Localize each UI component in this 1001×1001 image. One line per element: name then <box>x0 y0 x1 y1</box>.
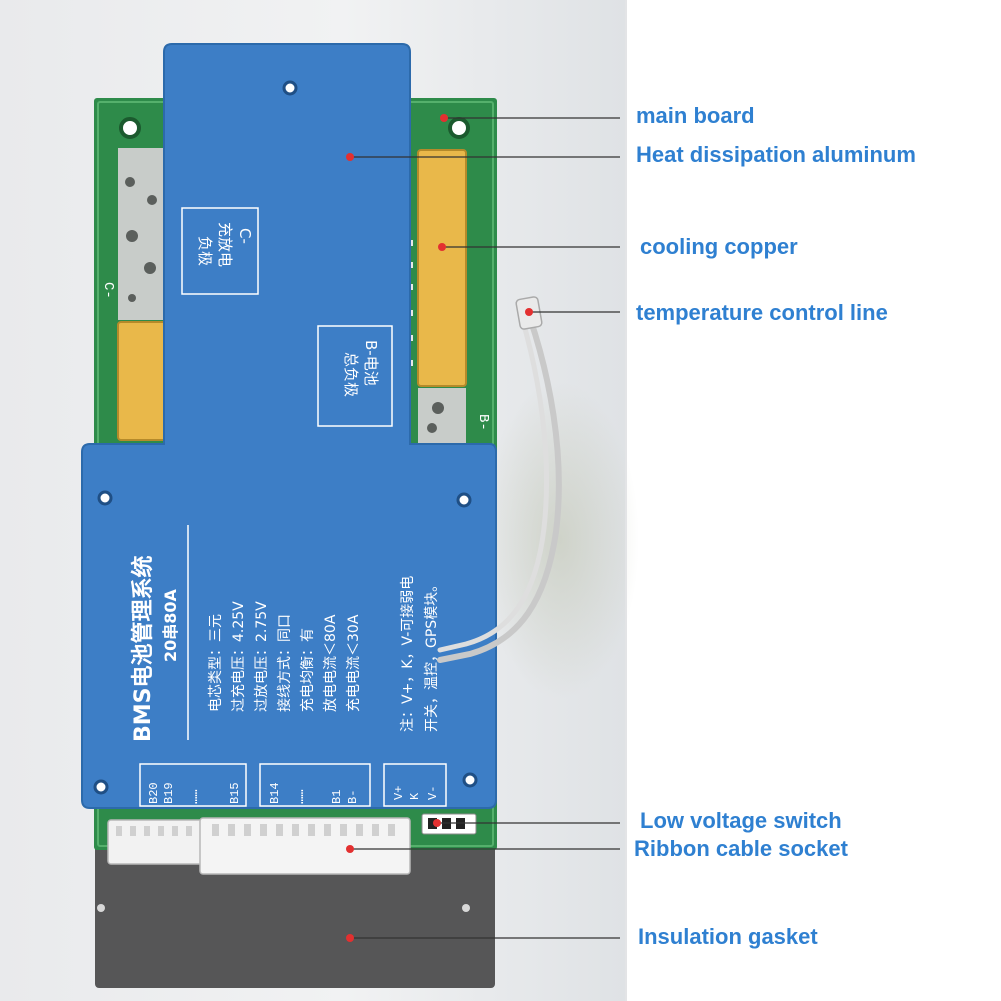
callout-markers <box>346 114 533 942</box>
callout-insulation-gasket: Insulation gasket <box>638 924 818 949</box>
pin-b20: B20 <box>147 782 161 804</box>
background-shadow <box>480 380 640 700</box>
spec-line-4: 接线方式：同口 <box>276 614 293 712</box>
mount-hole-top-right <box>448 117 470 139</box>
callout-leader-lines <box>350 117 620 939</box>
note-line-2: 开关，温控，GPS模块。 <box>424 578 440 732</box>
gasket-hole-right <box>462 904 470 912</box>
socket-pins <box>116 824 395 836</box>
pin-b19: B19 <box>162 782 176 804</box>
pin-box-left <box>139 763 247 807</box>
temperature-control-line-cable <box>437 315 562 663</box>
switch-pin-1 <box>428 818 437 829</box>
pin-b15: B15 <box>228 782 242 804</box>
spec-line-5: 充电均衡：有 <box>300 628 316 712</box>
callout-main-board: main board <box>636 103 755 128</box>
board-title: BMS电池管理系统 <box>130 555 156 742</box>
c-minus-box-line-2: 充放电 <box>216 222 234 267</box>
pin-k: K <box>408 792 422 800</box>
b-minus-box-text: B-电池 总负极 <box>342 340 380 397</box>
marker-cooling-copper <box>438 243 446 251</box>
c-minus-box-text: C- 充放电 负极 <box>196 222 254 267</box>
spec-line-7: 充电电流＜30A <box>346 614 362 712</box>
callout-cooling-copper: cooling copper <box>640 234 798 259</box>
spec-line-6: 放电电流＜80A <box>323 614 339 712</box>
b-minus-pad <box>418 388 466 443</box>
spec-line-3: 过放电压：2.75V <box>254 601 270 712</box>
c-minus-edge-label: C- <box>100 282 116 299</box>
note-line-1: 注：V+，K，V-可接弱电 <box>399 576 416 732</box>
plate-screw-top <box>282 80 298 96</box>
c-minus-box-line-3: 负极 <box>196 236 214 266</box>
pin-b14: B14 <box>268 782 282 804</box>
cooling-copper-bar-left <box>117 321 167 441</box>
spec-line-1: 电芯类型：三元 <box>208 614 224 712</box>
marker-insulation-gasket <box>346 934 354 942</box>
temperature-control-line-cable-2 <box>437 315 550 653</box>
marker-main-board <box>440 114 448 122</box>
callout-heat-dissipation-aluminum: Heat dissipation aluminum <box>636 142 916 167</box>
plate-screw-bottom-left <box>93 779 109 795</box>
marker-ribbon-cable-socket <box>346 845 354 853</box>
pin-v-minus: V- <box>426 786 440 800</box>
marker-low-voltage-switch <box>433 819 441 827</box>
b-minus-pad-hole-2 <box>427 423 437 433</box>
heat-dissipation-aluminum-plate <box>81 43 497 809</box>
pin-box-right <box>383 763 447 807</box>
board-spec-text: BMS电池管理系统 20串80A 电芯类型：三元 过充电压：4.25V 过放电压… <box>130 525 440 742</box>
pin-v-plus: V+ <box>392 786 406 800</box>
b-minus-box-line-1: B-电池 <box>362 340 380 386</box>
pin-b1: B1 <box>330 790 344 804</box>
pin-mid-dots: ⋯⋯ <box>296 790 310 804</box>
callout-ribbon-cable-socket: Ribbon cable socket <box>634 836 848 861</box>
plate-screw-right <box>456 492 472 508</box>
pin-left-dots: ⋯⋯ <box>190 790 204 804</box>
mount-hole-top-left <box>119 117 141 139</box>
board-model: 20串80A <box>161 588 180 662</box>
spec-line-2: 过充电压：4.25V <box>231 601 247 712</box>
c-minus-label-box <box>181 207 259 295</box>
c-minus-pad-holes <box>125 177 157 302</box>
plate-screw-left <box>97 490 113 506</box>
plate-screw-bottom-right <box>462 772 478 788</box>
pin-labels: B20 B19 ⋯⋯ B15 B14 ⋯⋯ B1 B- V+ K V- <box>147 782 440 804</box>
cooling-copper-bar-right <box>417 149 467 387</box>
marker-temperature-control-line <box>525 308 533 316</box>
callout-temperature-control-line: temperature control line <box>636 300 888 325</box>
callout-low-voltage-switch: Low voltage switch <box>640 808 842 833</box>
photo-divider <box>625 0 627 1001</box>
b-minus-label-box <box>317 325 393 427</box>
b-minus-box-line-2: 总负极 <box>342 352 360 397</box>
c-minus-box-line-1: C- <box>236 228 254 244</box>
b-minus-pad-hole <box>432 402 444 414</box>
gasket-hole-left <box>97 904 105 912</box>
b-minus-edge-label: B- <box>475 414 491 431</box>
pin-box-mid <box>259 763 371 807</box>
c-minus-pad <box>118 148 166 320</box>
marker-heat-dissipation-aluminum <box>346 153 354 161</box>
pin-b-minus: B- <box>346 790 360 804</box>
